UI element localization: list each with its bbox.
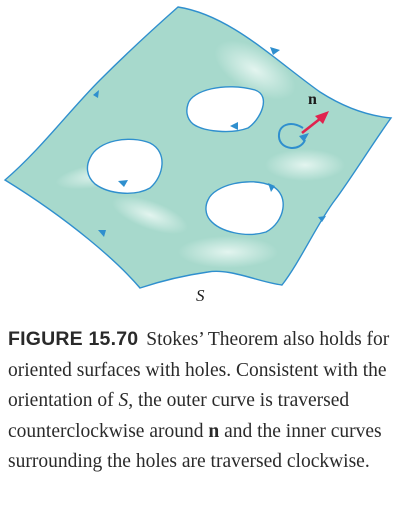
hole-curve-arrows bbox=[118, 122, 275, 192]
surface-label: S bbox=[196, 286, 205, 305]
caption-seg-4: and the inner curves surrounding the hol… bbox=[8, 420, 382, 473]
caption-seg-1: S bbox=[118, 390, 129, 412]
caption-seg-2: , the outer curve is traversed countercl… bbox=[8, 390, 350, 442]
hole-2 bbox=[86, 138, 163, 194]
circulation-arrow bbox=[277, 123, 306, 149]
arrow-icon bbox=[230, 122, 238, 130]
surface-s bbox=[3, 6, 393, 289]
stokes-surface-diagram: n S bbox=[3, 6, 393, 305]
arrow-icon bbox=[268, 183, 275, 192]
normal-label: n bbox=[308, 91, 317, 108]
arrow-icon bbox=[270, 47, 280, 55]
outer-curve-arrows bbox=[93, 47, 326, 237]
arrow-icon bbox=[118, 180, 128, 187]
caption-seg-0: Stokes’ Theorem also holds for oriented … bbox=[8, 329, 390, 412]
hole-3 bbox=[205, 181, 284, 236]
arrow-icon bbox=[93, 90, 99, 98]
arrow-icon bbox=[98, 230, 106, 237]
caption-seg-3: n bbox=[208, 420, 220, 442]
figure-number: FIGURE 15.70 bbox=[8, 328, 139, 350]
hole-1 bbox=[186, 86, 265, 133]
arrow-icon bbox=[315, 111, 329, 124]
arrow-icon bbox=[299, 133, 309, 142]
normal-vector bbox=[277, 111, 329, 149]
arrow-icon bbox=[318, 216, 326, 222]
